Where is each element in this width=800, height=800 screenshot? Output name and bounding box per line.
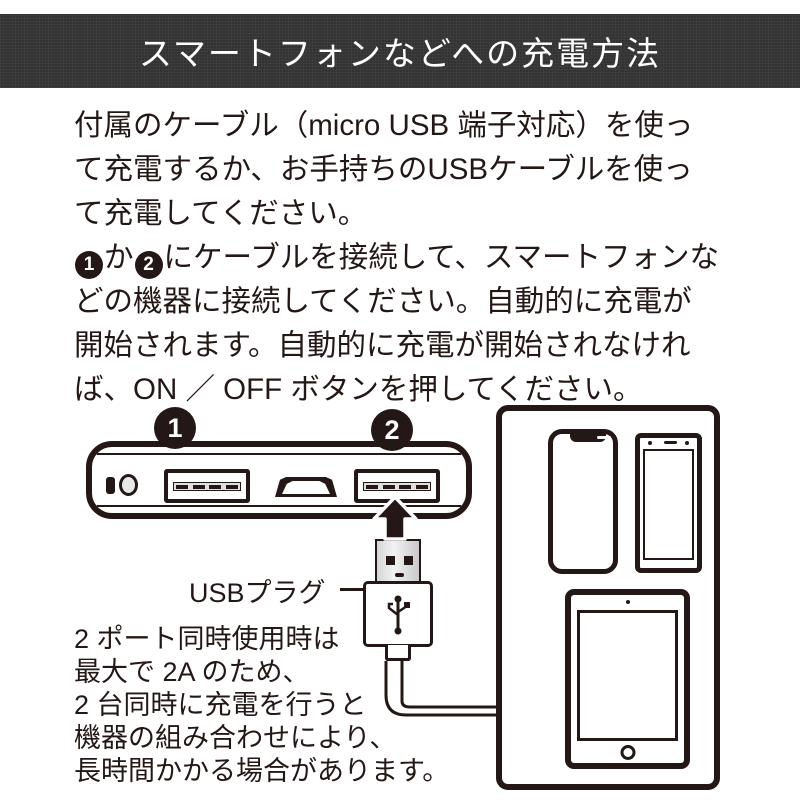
page-title: スマートフォンなどへの充電方法 [138,35,662,72]
instruction-text-block: 付属のケーブル（micro USB 端子対応）を使っ て充電するか、お手持ちのU… [74,104,719,412]
usb-plug-contact-left [386,556,395,565]
instruction-line-7: ば、ON ／ OFF ボタンを押してください。 [74,373,643,406]
usb-plug-notch [395,573,404,577]
insert-arrow-up-icon [372,495,418,541]
usb-trident-icon [387,595,410,635]
usb-pin [366,484,379,489]
usb-pin [192,484,205,489]
usb-pin [399,484,412,489]
note-line-3: 2 台同時に充電を行うと [74,690,367,720]
instruction-line-6: 開始されます。自動的に充電が開始されなけれ [74,329,691,362]
instruction-line-5: どの機器に接続してください。自動的に充電が [74,285,692,318]
usb-cable [384,661,500,717]
iphone-volume-down-button [550,494,553,508]
instruction-line-3: て充電してください。 [74,197,368,230]
iphone-power-button [613,482,616,502]
led-bar-icon [106,477,115,494]
usb-plug-contact-right [404,556,413,565]
instruction-line-2: て充電するか、お手持ちのUSBケーブルを使っ [74,153,693,186]
usb-pin [176,484,189,489]
tablet-illustration [565,589,690,769]
android-sensor [685,441,689,445]
note-line-5: 長時間かかる場合があります。 [74,756,450,786]
inline-badge-2: 2 [134,251,163,279]
iphone-volume-up-button [550,476,553,490]
iphone-speaker [597,436,611,439]
port-badge-2: 2 [371,409,413,451]
android-speaker [664,441,677,444]
note-line-4: 機器の組み合わせにより、 [74,723,397,753]
inline-text-rest: にケーブルを接続して、スマートフォンな [163,241,720,274]
inline-badge-1: 1 [75,251,103,279]
power-bank-edge-lines [97,453,461,507]
iphone-notch [570,434,611,442]
iphone-mute-switch [550,462,553,470]
usb-pin [225,484,238,489]
usb-plug-label: USBプラグ [189,578,326,608]
led-indicator-icon [119,474,138,496]
tablet-screen [577,610,678,741]
micro-usb-port-hole [282,481,330,494]
smartphone-notch-illustration [548,429,618,574]
usb-pin [382,484,395,489]
android-screen [643,449,694,560]
illustration-area: 1 2 [0,395,800,800]
instruction-line-1: 付属のケーブル（micro USB 端子対応）を使っ [74,109,694,142]
usb-port-1-slot [173,482,241,491]
usb-plug-leader-line [340,588,372,591]
usb-plug-strain-relief [385,645,411,661]
usb-port-2-slot [363,482,431,491]
usb-port-2 [354,469,440,503]
note-line-1: 2 ポート同時使用時は [74,624,340,654]
note-line-2: 最大で 2A のため、 [74,657,310,687]
usb-pin [209,484,222,489]
two-port-note-block: 2 ポート同時使用時は 最大で 2A のため、 2 台同時に充電を行うと 機器の… [74,623,454,788]
tablet-home-button [620,745,635,760]
usb-port-1 [164,469,250,503]
tablet-front-camera [625,600,630,604]
header-banner: スマートフォンなどへの充電方法 [0,14,800,88]
port-badge-1: 1 [154,407,196,449]
compatible-devices-box [496,405,720,790]
inline-text-ka: か [104,241,134,274]
android-front-camera [648,441,652,445]
power-bank-device [86,441,472,519]
smartphone-bezel-illustration [635,433,702,573]
usb-pin [415,484,428,489]
